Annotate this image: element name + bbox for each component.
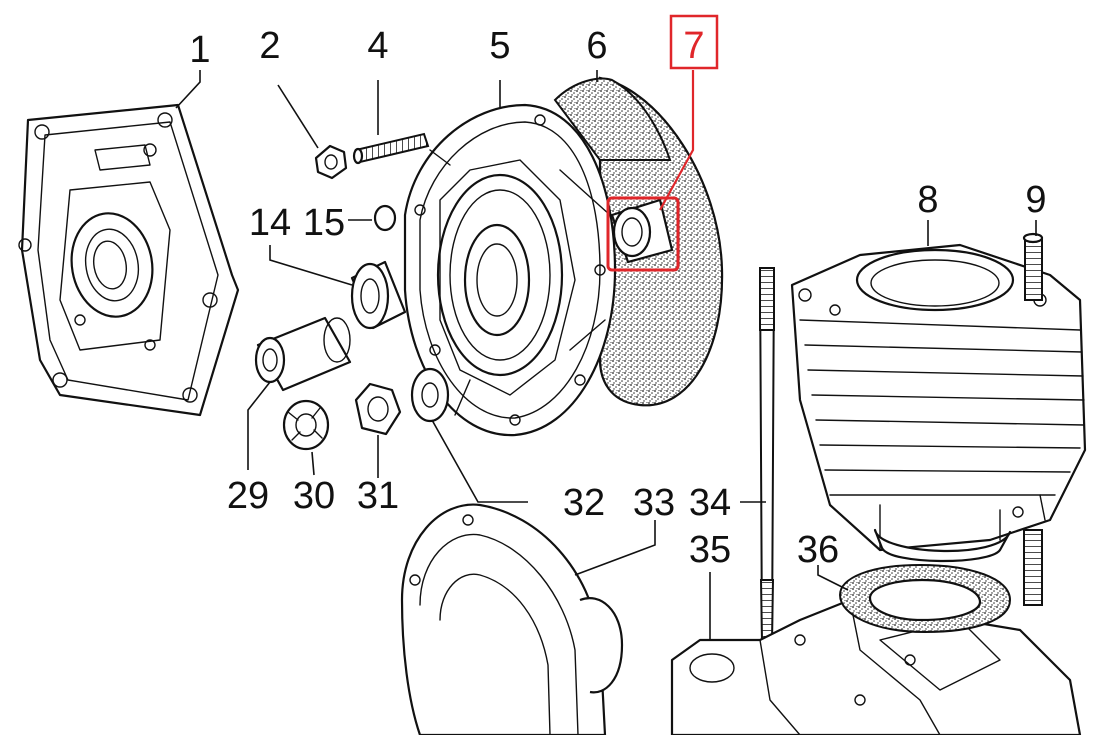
part-33-bell-housing [400,503,624,735]
part-14-oil-seal [350,260,407,330]
part-9-stud [1022,232,1044,606]
part-36-base-gasket [838,563,1012,634]
callout-14: 14 [249,202,291,244]
part-8-cylinder [790,243,1087,563]
callout-1: 1 [189,29,210,71]
part-2-nut [314,144,348,180]
callout-7-frame [669,14,719,70]
part-4-stud [352,132,430,165]
callout-30: 30 [293,475,335,517]
callout-2: 2 [259,25,280,67]
callout-36: 36 [797,529,839,571]
callout-31: 31 [357,475,399,517]
part-29-spacer-sleeve [254,316,352,392]
part-1-crankcase-cover [18,103,240,417]
callout-5: 5 [489,25,510,67]
part-5-cover-flange [403,103,617,437]
callout-4: 4 [367,25,388,67]
part-7-bushing [606,196,680,272]
callout-9: 9 [1025,179,1046,221]
callout-8: 8 [917,179,938,221]
part-15-o-ring [373,204,397,232]
callout-15: 15 [303,202,345,244]
callout-labels: 1 2 4 5 6 7 8 9 14 15 29 30 31 32 33 34 … [189,14,1047,571]
callout-6: 6 [586,25,607,67]
part-7-highlight-box [606,196,680,272]
callout-33: 33 [633,482,675,524]
callout-35: 35 [689,529,731,571]
callout-34: 34 [689,482,731,524]
part-34-long-stud [758,267,776,641]
callout-29: 29 [227,475,269,517]
leader-lines [175,70,1037,640]
part-30-castle-nut [282,399,330,451]
part-31-hex-nut [354,382,402,436]
callout-32: 32 [563,482,605,524]
callout-7: 7 [683,25,704,67]
part-32-washer [410,367,450,423]
